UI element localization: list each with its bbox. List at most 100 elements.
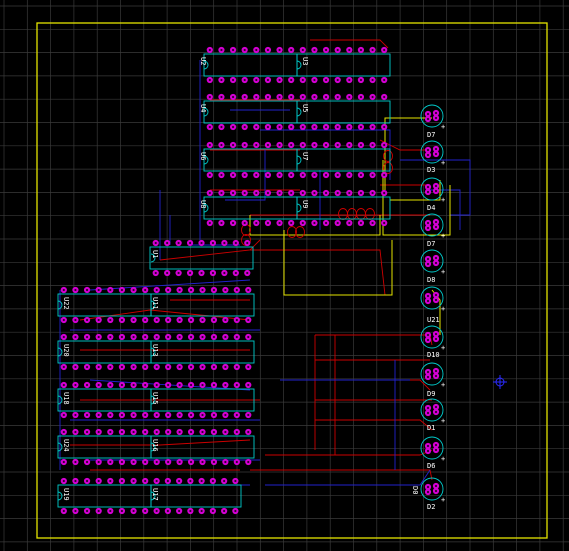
led-label: D6	[427, 462, 435, 470]
pad-hole	[243, 173, 246, 177]
led-outline[interactable]	[420, 249, 444, 273]
pad-hole	[224, 383, 227, 387]
pad-hole	[109, 430, 112, 434]
left-chip-5-left-outline[interactable]	[57, 484, 152, 508]
pad-hole	[359, 78, 363, 82]
pad-hole	[290, 221, 293, 225]
pad-hole	[371, 78, 374, 82]
pad-hole	[62, 509, 65, 513]
pad-hole	[178, 479, 181, 483]
left-chip-4-left-outline[interactable]	[57, 435, 152, 459]
led-outline[interactable]	[420, 177, 444, 201]
pad-hole	[132, 460, 135, 464]
trace-top	[79, 309, 251, 321]
pad-hole	[109, 479, 112, 483]
led-outline[interactable]	[420, 140, 444, 164]
pad-hole	[224, 365, 227, 369]
pad-hole	[220, 173, 223, 177]
trace-bottom	[225, 150, 266, 201]
pad-hole	[336, 173, 339, 177]
left-chip-4-right-outline[interactable]	[150, 435, 255, 459]
pad-hole	[426, 411, 430, 415]
pad-hole	[231, 48, 235, 52]
origin-marker[interactable]	[493, 375, 507, 389]
led-label: D9	[427, 390, 435, 398]
pad-hole	[266, 95, 270, 99]
pad-hole	[243, 125, 246, 129]
pad-hole	[144, 413, 147, 417]
pad-hole	[426, 117, 430, 121]
pad-hole	[336, 95, 339, 99]
pad-hole	[85, 479, 89, 483]
pad-hole	[434, 116, 438, 120]
pad-hole	[132, 318, 135, 322]
pad-hole	[85, 383, 89, 387]
pad-hole	[426, 148, 430, 152]
left-chip-0-right-outline[interactable]	[149, 246, 254, 270]
pad-hole	[189, 509, 192, 513]
led-outline[interactable]	[420, 436, 444, 460]
pad-hole	[85, 288, 89, 292]
chip-label: U9	[301, 200, 309, 208]
chip-notch	[296, 203, 302, 213]
pad-hole	[324, 48, 328, 52]
left-chip-1-left-outline[interactable]	[57, 293, 152, 317]
top-row-1-left-outline[interactable]	[203, 53, 298, 77]
pad-hole	[434, 298, 438, 302]
pad-hole	[434, 152, 438, 156]
led-outline[interactable]	[420, 286, 444, 310]
left-chip-2-right-outline[interactable]	[150, 340, 255, 364]
pad-hole	[336, 48, 339, 52]
pad-hole	[313, 125, 316, 129]
chip-notch	[203, 155, 209, 165]
led-outline[interactable]	[420, 398, 444, 422]
left-chip-1-right-outline[interactable]	[150, 293, 255, 317]
left-chip-3-right-outline[interactable]	[150, 388, 255, 412]
pad-hole	[235, 365, 238, 369]
trace-top	[315, 419, 433, 431]
top-row-1-right-outline[interactable]	[296, 53, 391, 77]
pad-hole	[255, 125, 258, 129]
top-row-4-right-outline[interactable]	[296, 196, 391, 220]
led-outline[interactable]	[420, 104, 444, 128]
pad-hole	[434, 405, 438, 409]
trace-top	[315, 334, 433, 346]
pad-hole	[426, 294, 430, 298]
top-row-2-right-outline[interactable]	[296, 100, 391, 124]
pad-hole	[167, 288, 170, 292]
led-outline[interactable]	[420, 362, 444, 386]
top-row-2-left-outline[interactable]	[203, 100, 298, 124]
led-outline[interactable]	[420, 325, 444, 349]
pad-hole	[201, 318, 204, 322]
pad-hole	[211, 509, 214, 513]
pad-hole	[166, 271, 169, 275]
pad-hole	[434, 261, 438, 265]
left-chip-2-left-outline[interactable]	[57, 340, 152, 364]
top-row-3-left-outline[interactable]	[203, 148, 298, 172]
pad-hole	[247, 288, 250, 292]
pad-hole	[426, 185, 430, 189]
pad-hole	[313, 143, 316, 147]
pad-hole	[224, 335, 227, 339]
pad-hole	[155, 460, 158, 464]
pad-hole	[426, 485, 430, 489]
pad-hole	[178, 335, 181, 339]
pad-hole	[247, 335, 250, 339]
pad-hole	[426, 490, 430, 494]
pad-hole	[120, 509, 124, 513]
pad-hole	[201, 365, 204, 369]
pad-hole	[359, 125, 363, 129]
pad-hole	[324, 78, 328, 82]
pad-hole	[290, 48, 293, 52]
top-row-3-right-outline[interactable]	[296, 148, 391, 172]
led-outline[interactable]	[420, 477, 444, 501]
pad-hole	[278, 78, 281, 82]
pad-hole	[324, 143, 328, 147]
left-chip-5-right-outline[interactable]	[150, 484, 242, 508]
pad-hole	[359, 221, 363, 225]
pad-hole	[208, 143, 211, 147]
led-outline[interactable]	[420, 213, 444, 237]
pad-hole	[371, 221, 374, 225]
